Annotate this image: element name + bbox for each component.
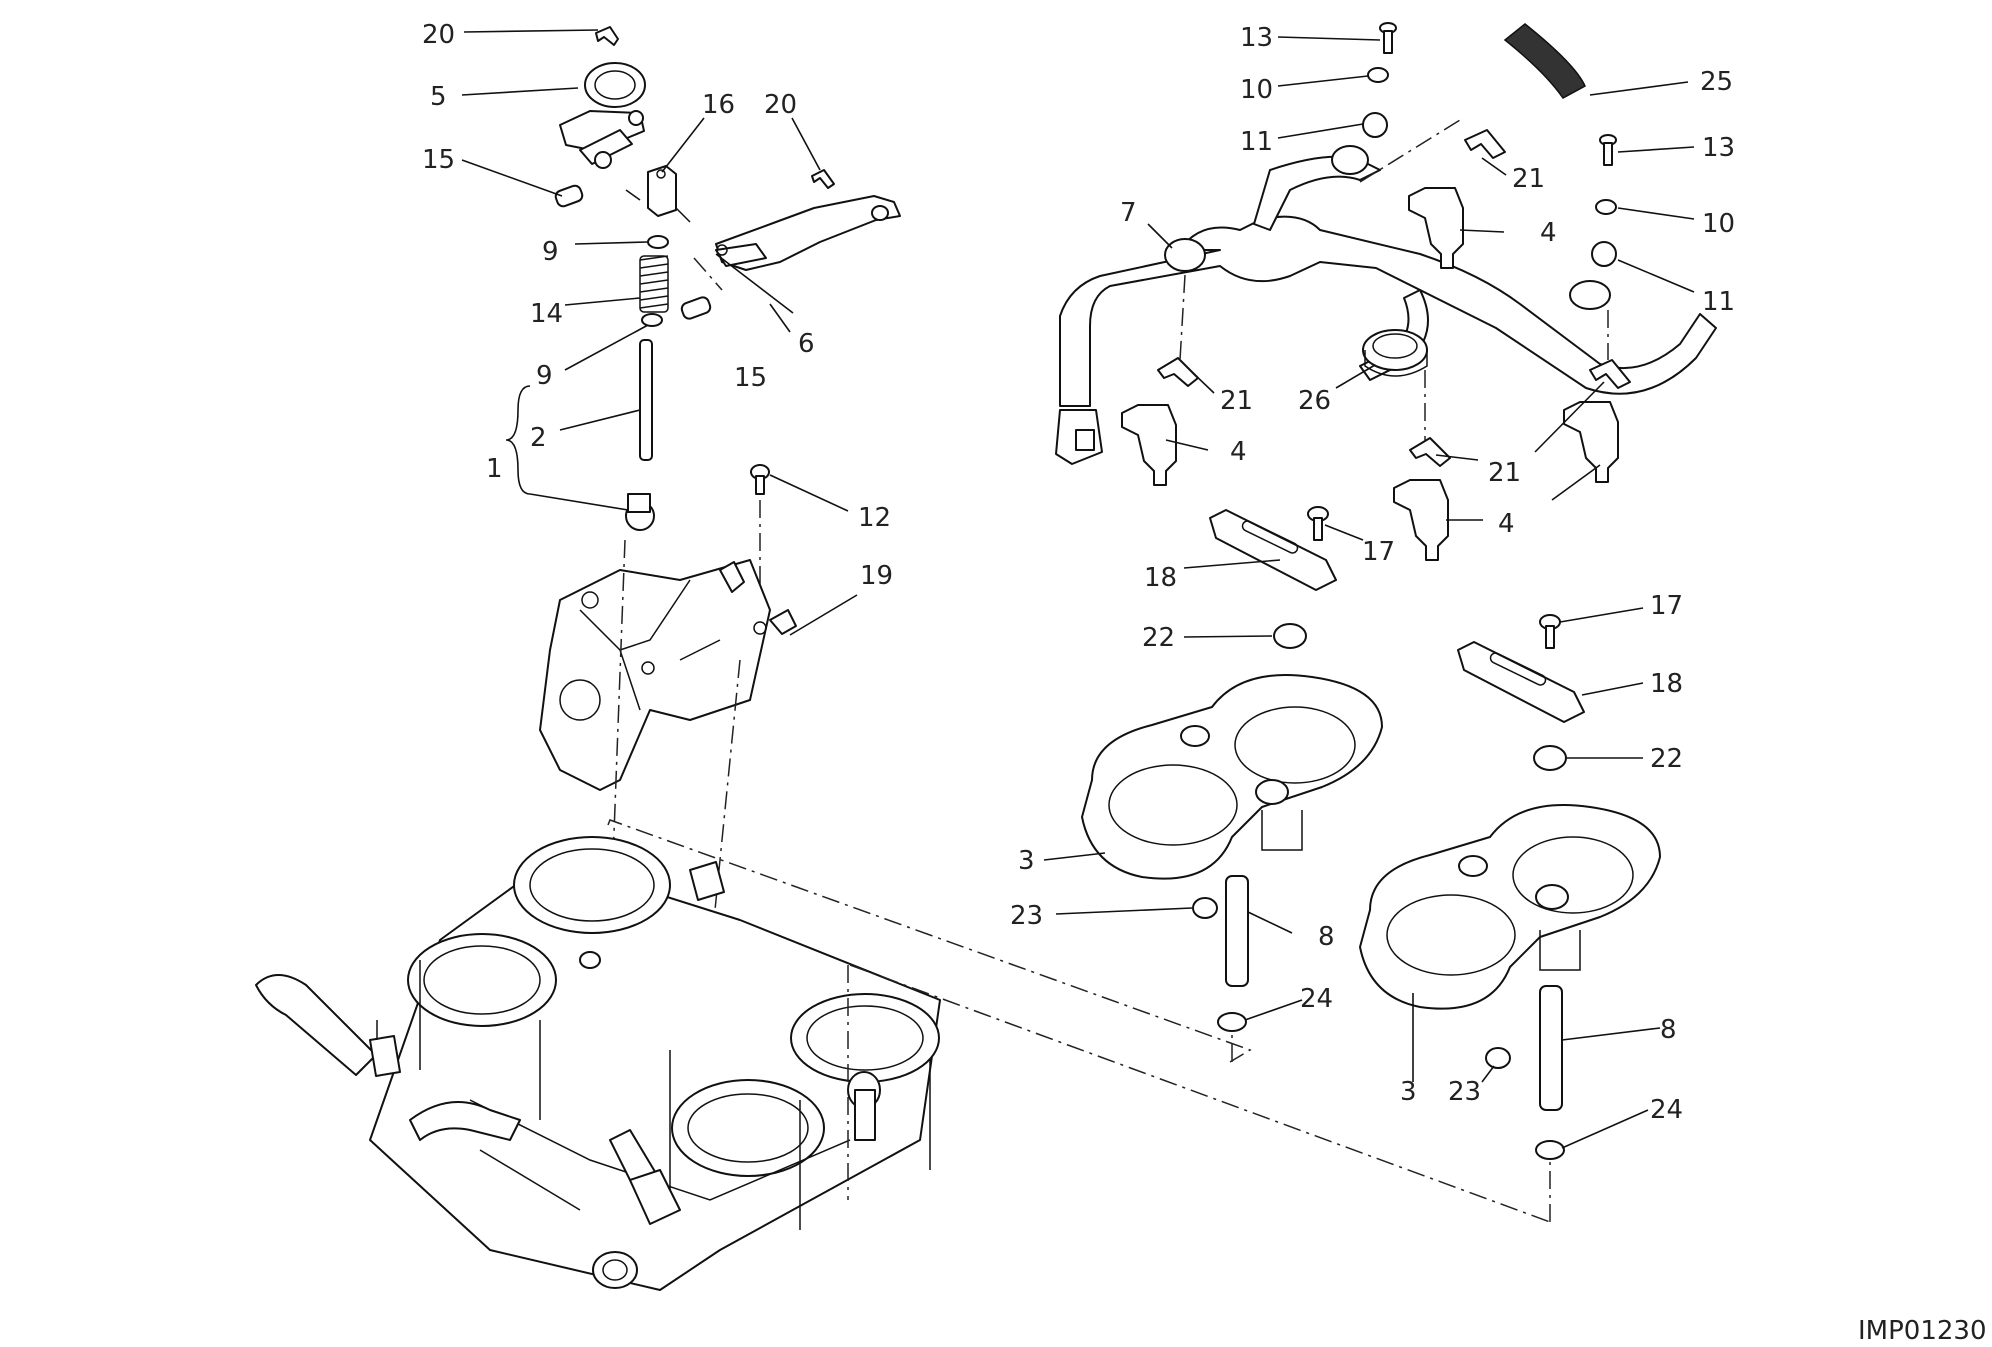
part-10-washer-right bbox=[1595, 199, 1617, 215]
callout-21-c: 21 bbox=[1488, 458, 1521, 488]
part-16-block bbox=[625, 165, 691, 223]
part-2-rod bbox=[639, 339, 653, 461]
callout-23-right: 23 bbox=[1448, 1077, 1481, 1107]
callout-25: 25 bbox=[1700, 67, 1733, 97]
part-21-clip-1 bbox=[1157, 357, 1199, 387]
part-24-ring-left bbox=[1217, 1012, 1247, 1032]
part-25-hose bbox=[1503, 23, 1586, 99]
part-4-injector-4 bbox=[1563, 401, 1619, 483]
callout-1: 1 bbox=[486, 454, 503, 484]
figure-code: IMP01230 bbox=[1858, 1316, 1987, 1346]
callout-17-left: 17 bbox=[1362, 537, 1395, 567]
callout-14: 14 bbox=[530, 299, 563, 329]
callout-9-lower: 9 bbox=[536, 361, 553, 391]
part-21-clip-4 bbox=[1589, 359, 1631, 389]
callout-3-right: 3 bbox=[1400, 1077, 1417, 1107]
callout-5: 5 bbox=[430, 82, 447, 112]
part-3-bowl-right bbox=[1359, 804, 1661, 1010]
part-4-injector-3 bbox=[1393, 479, 1449, 561]
callout-13-top: 13 bbox=[1240, 23, 1273, 53]
part-5-lever bbox=[559, 62, 646, 169]
callout-3-left: 3 bbox=[1018, 846, 1035, 876]
part-22-washer-right bbox=[1533, 745, 1567, 771]
part-8-tube-right bbox=[1539, 985, 1563, 1111]
part-9-washer-top bbox=[647, 235, 669, 249]
callout-labels: 1 2 3 3 4 4 4 5 6 7 8 8 9 9 10 10 11 11 … bbox=[422, 20, 1735, 1125]
part-18-plate-left bbox=[1209, 509, 1337, 591]
callout-13-right: 13 bbox=[1702, 133, 1735, 163]
part-11-grommet-right bbox=[1591, 241, 1617, 267]
fuel-rail-group bbox=[1055, 22, 1717, 561]
callout-12: 12 bbox=[858, 503, 891, 533]
part-4-injector-1 bbox=[1408, 187, 1464, 269]
callout-8-right: 8 bbox=[1660, 1015, 1677, 1045]
part-24-ring-right bbox=[1535, 1140, 1565, 1160]
callout-10-right: 10 bbox=[1702, 209, 1735, 239]
guide-line-left-bowl bbox=[607, 819, 1252, 1063]
part-6-arm bbox=[715, 195, 901, 271]
callout-20-top: 20 bbox=[422, 20, 455, 50]
throttle-body-assembly bbox=[255, 836, 941, 1291]
callout-9-top: 9 bbox=[542, 237, 559, 267]
callout-21-b: 21 bbox=[1220, 386, 1253, 416]
callout-26: 26 bbox=[1298, 386, 1331, 416]
callout-8-left: 8 bbox=[1318, 922, 1335, 952]
part-18-plate-right bbox=[1457, 641, 1585, 723]
part-14-spring bbox=[639, 255, 669, 313]
airbox-bowl-left-group bbox=[1081, 506, 1383, 1032]
part-23-grommet-right bbox=[1485, 1047, 1511, 1069]
part-11-grommet-top bbox=[1362, 112, 1388, 138]
callout-15-lower: 15 bbox=[734, 363, 767, 393]
callout-18-right: 18 bbox=[1650, 669, 1683, 699]
part-19-bracket bbox=[539, 559, 797, 791]
guide-line-right-bowl bbox=[849, 964, 1551, 1223]
part-20-clip-right bbox=[811, 169, 835, 189]
callout-19: 19 bbox=[860, 561, 893, 591]
part-3-bowl-left bbox=[1081, 674, 1383, 880]
callout-4-b: 4 bbox=[1230, 437, 1247, 467]
part-12-screw bbox=[750, 464, 770, 495]
callout-2: 2 bbox=[530, 423, 547, 453]
callout-17-right: 17 bbox=[1650, 591, 1683, 621]
part-4-injector-2 bbox=[1121, 404, 1177, 486]
callout-4-c: 4 bbox=[1498, 509, 1515, 539]
part-13-screw-top bbox=[1379, 22, 1397, 54]
callout-23-left: 23 bbox=[1010, 901, 1043, 931]
part-8-tube-left bbox=[1225, 875, 1249, 987]
callout-6: 6 bbox=[798, 329, 815, 359]
airbox-bowl-right-group bbox=[1359, 614, 1661, 1160]
callout-24-left: 24 bbox=[1300, 984, 1333, 1014]
part-15-pin-top bbox=[554, 184, 584, 208]
part-22-washer-left bbox=[1273, 623, 1307, 649]
part-17-screw-left bbox=[1307, 506, 1329, 541]
part-23-grommet-left bbox=[1192, 897, 1218, 919]
part-1-ball-joint bbox=[625, 493, 655, 531]
part-17-screw-right bbox=[1539, 614, 1561, 649]
leader-lines bbox=[461, 29, 1695, 1149]
part-20-clip-top bbox=[595, 26, 619, 46]
part-9-washer-lower bbox=[641, 313, 663, 327]
callout-22-right: 22 bbox=[1650, 744, 1683, 774]
part-15-pin-lower bbox=[680, 296, 712, 320]
callout-11-top: 11 bbox=[1240, 127, 1273, 157]
callout-21-a: 21 bbox=[1512, 164, 1545, 194]
callout-22-left: 22 bbox=[1142, 623, 1175, 653]
callout-11-right: 11 bbox=[1702, 287, 1735, 317]
callout-4-a: 4 bbox=[1540, 218, 1557, 248]
callout-20-right: 20 bbox=[764, 90, 797, 120]
callout-15-top: 15 bbox=[422, 145, 455, 175]
callout-16: 16 bbox=[702, 90, 735, 120]
callout-24-right: 24 bbox=[1650, 1095, 1683, 1125]
throttle-linkage-group bbox=[539, 26, 901, 1011]
part-21-clip-3 bbox=[1409, 437, 1451, 467]
part-10-washer-top bbox=[1367, 67, 1389, 83]
callout-18-left: 18 bbox=[1144, 563, 1177, 593]
callout-7: 7 bbox=[1120, 198, 1137, 228]
callout-10-top: 10 bbox=[1240, 75, 1273, 105]
part-13-screw-right bbox=[1599, 134, 1617, 166]
part-26-cap bbox=[1362, 329, 1428, 377]
part-7-fuel-rail bbox=[1059, 215, 1717, 407]
part-21-clip-2 bbox=[1464, 129, 1506, 159]
